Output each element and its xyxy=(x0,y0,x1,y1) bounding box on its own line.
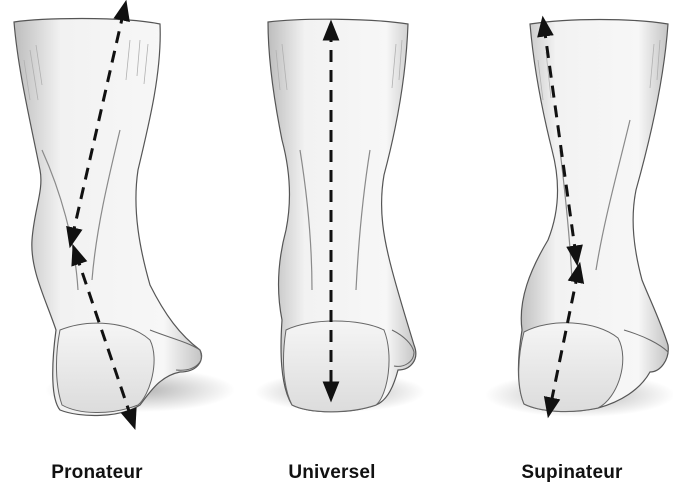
label-neutral: Universel xyxy=(242,462,422,484)
heel-pad xyxy=(519,323,623,412)
panel-pronator xyxy=(14,10,235,420)
panel-supinator xyxy=(485,20,673,418)
label-pronator: Pronateur xyxy=(7,462,187,484)
label-supinator: Supinateur xyxy=(482,462,662,484)
heel-pad xyxy=(284,321,390,412)
panel-neutral xyxy=(255,19,425,412)
